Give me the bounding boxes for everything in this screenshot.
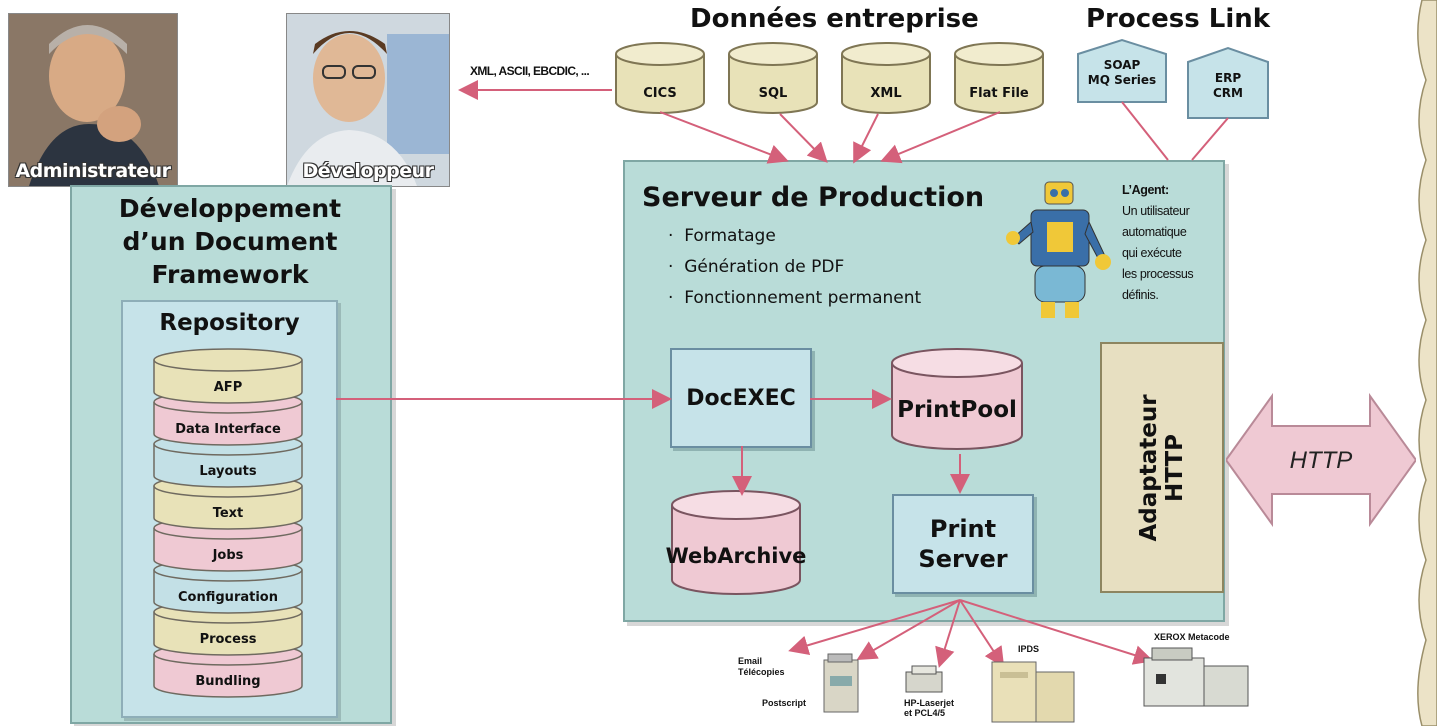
repository-layer-0: AFP (153, 348, 303, 404)
print-server-line1: Print (929, 515, 997, 543)
hp-laserjet-icon (905, 665, 943, 693)
agent-line-1: Un utilisateur (1122, 204, 1190, 218)
print-server-line2: Server (918, 545, 1008, 573)
robot-agent-icon (1006, 181, 1111, 318)
process-link-items: SOAP MQ Series ERP CRM (1077, 38, 1269, 119)
ipds-label: IPDS (1018, 644, 1040, 654)
xerox-printer-icon (1143, 647, 1249, 707)
ipds-printer-icon (991, 661, 1075, 723)
repository-layer-label-6: Process (200, 632, 257, 647)
source-cylinder-3: Flat File (954, 42, 1044, 114)
hp-label: HP-Laserjet et PCL4/5 (904, 698, 954, 718)
source-label-3: Flat File (969, 86, 1029, 101)
bullet-permanent-text: Fonctionnement permanent (684, 288, 922, 308)
arrow-to-email (788, 599, 961, 656)
bullet-pdf: · Génération de PDF (668, 257, 845, 277)
hp-line2: et PCL4/5 (904, 708, 946, 718)
postscript-printer-icon (823, 653, 859, 713)
development-title-line3: Framework (151, 260, 309, 289)
line-soap (1121, 101, 1169, 161)
erp-line1: ERP (1215, 71, 1241, 85)
process-link-title: Process Link (1086, 4, 1271, 34)
agent-line-5: définis. (1122, 288, 1159, 302)
email-line1: Email (738, 656, 763, 666)
print-server-box: Print Server (892, 494, 1034, 594)
development-title-line2: d’un Document (122, 227, 338, 256)
email-label: Email Télécopies (738, 656, 785, 678)
development-title-line1: Développement (118, 194, 342, 223)
http-double-arrow: HTTP (1226, 392, 1416, 528)
bullet-permanent: · Fonctionnement permanent (668, 288, 922, 308)
formats-label: XML, ASCII, EBCDIC, ... (470, 64, 590, 78)
developer-label: Développeur (302, 160, 434, 182)
repository-stack: Bundling Process Configuration Jobs Text Layo… (153, 348, 303, 698)
bullet-formatage-text: Formatage (684, 226, 776, 246)
bullet-pdf-text: Génération de PDF (684, 257, 845, 277)
erp-line2: CRM (1213, 86, 1243, 100)
source-cylinder-1: SQL (728, 42, 818, 114)
email-line2: Télécopies (738, 667, 785, 677)
developer-figure (287, 14, 449, 186)
repository-title: Repository (159, 310, 300, 336)
printpool-cylinder: PrintPool (891, 348, 1023, 450)
webarchive-cylinder: WebArchive (666, 490, 807, 595)
repository-layer-label-1: Data Interface (175, 422, 281, 437)
arrow-to-hp (935, 599, 961, 668)
internet-cloud-edge (1417, 0, 1437, 726)
arrow-xml (853, 113, 879, 164)
arrow-to-ipds (959, 599, 1005, 668)
arrow-to-xerox (959, 599, 1154, 665)
webarchive-label: WebArchive (666, 544, 807, 568)
server-cylinders: PrintPool WebArchive (666, 348, 1023, 595)
postscript-label: Postscript (762, 698, 807, 708)
agent-title: L’Agent: (1122, 183, 1169, 197)
source-cylinder-2: XML (841, 42, 931, 114)
xerox-label: XEROX Metacode (1154, 632, 1230, 642)
donnees-sources: CICS SQL XML Flat File (615, 42, 1044, 114)
repository-layer-label-5: Configuration (178, 590, 278, 605)
repository-layer-label-4: Jobs (212, 548, 244, 563)
administrator-figure (9, 14, 177, 186)
line-erp (1191, 117, 1229, 161)
repository-layer-label-2: Layouts (199, 464, 257, 479)
soap-pentagon (1077, 38, 1167, 103)
developer-photo: Développeur (286, 13, 450, 187)
arrow-flatfile (880, 111, 1001, 164)
repository-layer-label-0: AFP (214, 380, 242, 395)
repository-layer-label-7: Bundling (195, 674, 260, 689)
source-label-0: CICS (643, 86, 677, 101)
development-title: Développement d’un Document Framework (72, 192, 388, 291)
bullet-formatage: · Formatage (668, 226, 776, 246)
source-label-1: SQL (759, 86, 788, 101)
hp-line1: HP-Laserjet (904, 698, 955, 708)
agent-line-3: qui exécute (1122, 246, 1182, 260)
arrow-cics (659, 111, 789, 164)
administrator-photo: Administrateur (8, 13, 178, 187)
administrator-label: Administrateur (15, 160, 171, 182)
donnees-title: Données entreprise (690, 4, 979, 34)
http-label: HTTP (1290, 447, 1353, 474)
agent-line-2: automatique (1122, 225, 1187, 239)
source-label-2: XML (870, 86, 901, 101)
soap-line2: MQ Series (1088, 73, 1156, 87)
agent-line-4: les processus (1122, 267, 1194, 281)
docexec-box: DocEXEC (670, 348, 812, 448)
soap-line1: SOAP (1104, 58, 1141, 72)
arrow-to-postscript (856, 599, 961, 661)
printpool-label: PrintPool (897, 397, 1017, 423)
server-bullets: · Formatage · Génération de PDF · Foncti… (668, 226, 1028, 316)
http-adapter-box: Adaptateur HTTP (1100, 342, 1224, 593)
erp-pentagon (1187, 46, 1269, 119)
source-cylinder-0: CICS (615, 42, 705, 114)
docexec-label: DocEXEC (686, 385, 796, 411)
arrow-sql (779, 113, 828, 163)
agent-description: L’Agent: Un utilisateur automatique qui … (1122, 180, 1217, 306)
server-title: Serveur de Production (642, 182, 985, 213)
repository-layer-label-3: Text (213, 506, 244, 521)
